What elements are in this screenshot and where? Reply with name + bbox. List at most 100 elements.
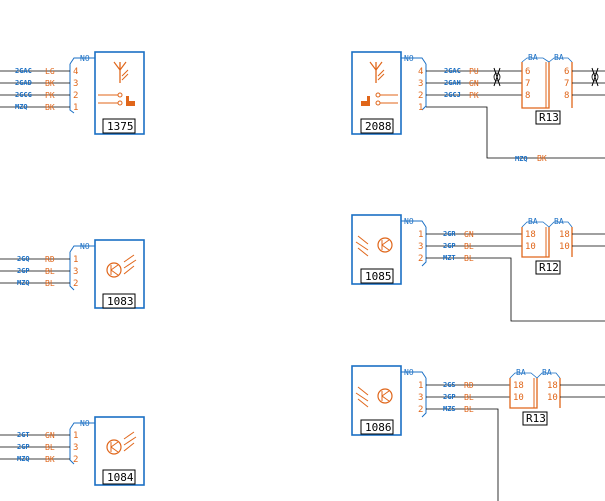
sensor-icon [355, 235, 393, 257]
pin-number: 3 [73, 267, 78, 277]
component-1084: NO 1084 2GT GN 1 2GP BL 3 MZQ BK [0, 416, 145, 486]
pin-number: 7 [564, 79, 569, 89]
ground-wire: MZQ BK [515, 154, 547, 163]
pin-number: 7 [525, 79, 530, 89]
component-id: 1375 [107, 120, 134, 133]
wire-id: MZQ [15, 103, 28, 111]
pin-number: 1 [418, 381, 423, 391]
wire-row: 1 2GS RD [418, 381, 510, 391]
connector-header: BA [528, 217, 538, 226]
twisted-pair-icon [493, 67, 501, 87]
component-header: NO [404, 217, 414, 226]
wire-color: BL [464, 393, 474, 402]
wire-color: BK [45, 79, 55, 88]
wire-id: MZT [443, 254, 456, 262]
wire-row: 3 2GP BL [418, 242, 522, 252]
wire-id: 2GCG [15, 91, 32, 99]
antenna-switch-icon [361, 61, 398, 106]
wire-color: GN [45, 431, 55, 440]
wire-color: BL [45, 279, 55, 288]
wire-id: 2GR [443, 230, 456, 238]
wire-color: RD [45, 255, 55, 264]
sensor-icon [355, 386, 393, 408]
component-1083: NO 1083 2GQ RD 1 2GP BL 3 MZQ BL [0, 239, 145, 309]
pin-number: 2 [418, 91, 423, 101]
wire-row: 2GP BL 3 [0, 443, 78, 453]
wire-row: 2 MZS BL [418, 405, 499, 501]
pin-number: 6 [525, 67, 530, 77]
component-header: NO [80, 242, 90, 251]
wire-id: MZQ [17, 279, 30, 287]
connector-r12: BA BA 18 10 18 10 R12 [521, 217, 605, 275]
component-id: 1083 [107, 295, 134, 308]
pin-number: 1 [418, 230, 423, 240]
pin-number: 3 [73, 443, 78, 453]
component-header: NO [404, 54, 414, 63]
component-header: NO [80, 419, 90, 428]
wire-id: 2GS [443, 381, 456, 389]
connector-label: R13 [539, 111, 559, 124]
connector-label: R12 [539, 261, 559, 274]
wire-id: MZQ [17, 455, 30, 463]
wire-id: 2GAD [15, 79, 32, 87]
pin-number: 18 [559, 230, 570, 240]
wire-color: BL [45, 443, 55, 452]
pin-number: 8 [525, 91, 530, 101]
component-2088: NO 2088 4 2GAC PU 3 2GAH GN [351, 51, 605, 163]
wire-color: GN [469, 79, 479, 88]
wire-id: 2GCJ [444, 91, 461, 99]
component-id: 1085 [365, 270, 392, 283]
connector-r13-top: BA BA 6 7 8 6 7 8 R13 [521, 53, 605, 125]
pin-number: 1 [73, 255, 78, 265]
pin-number: 2 [73, 279, 78, 289]
wire-color: RD [464, 381, 474, 390]
pin-number: 3 [73, 79, 78, 89]
wire-row: 2GP BL 3 [0, 267, 78, 277]
pin-number: 4 [73, 67, 78, 77]
wire-color: PK [469, 91, 479, 100]
wire-row: 2GT GN 1 [0, 431, 78, 441]
connector-label: R13 [526, 412, 546, 425]
wire-color: BK [45, 455, 55, 464]
wire-color: BK [45, 103, 55, 112]
antenna-switch-icon [98, 61, 135, 106]
wire-row: 1 2GR GN [418, 230, 522, 240]
pin-number: 3 [418, 242, 423, 252]
wire-color: LG [45, 67, 55, 76]
pin-number: 8 [564, 91, 569, 101]
wire-id: 2GAC [444, 67, 461, 75]
pin-number: 2 [73, 91, 78, 101]
connector-r13-bottom: BA BA 18 10 18 10 R13 [509, 368, 605, 426]
wire-row: 3 2GAH GN [418, 79, 522, 89]
pin-number: 10 [525, 242, 536, 252]
connector-header: BA [542, 368, 552, 377]
component-1085: NO 1085 1 2GR GN 3 2GP BL 2 MZT [351, 214, 605, 322]
wire-id: 2GP [443, 242, 456, 250]
pin-number: 4 [418, 67, 423, 77]
connector-header: BA [554, 53, 564, 62]
wire-id: 2GP [443, 393, 456, 401]
wire-row: 2 2GCJ PK [418, 91, 522, 101]
wire-id: 2GQ [17, 255, 30, 263]
connector-header: BA [528, 53, 538, 62]
pin-number: 10 [559, 242, 570, 252]
wire-color: BL [45, 267, 55, 276]
twisted-pair-icon [591, 67, 599, 87]
pin-number: 6 [564, 67, 569, 77]
wire-color: PK [45, 91, 55, 100]
component-1375: NO 1375 2GAC LG 4 2GAD BK 3 [0, 51, 145, 135]
wire-id: 2GP [17, 443, 30, 451]
pin-number: 3 [418, 79, 423, 89]
wire-id: MZQ [515, 155, 528, 163]
pin-number: 1 [418, 103, 423, 113]
pin-number: 18 [525, 230, 536, 240]
wire-row: MZQ BL 2 [0, 279, 78, 289]
pin-number: 10 [513, 393, 524, 403]
component-id: 1084 [107, 471, 134, 484]
component-id: 2088 [365, 120, 392, 133]
wire-row: 1 [418, 103, 605, 159]
pin-number: 18 [547, 381, 558, 391]
wire-row: 2GCG PK 2 [0, 91, 78, 101]
pin-number: 1 [73, 431, 78, 441]
